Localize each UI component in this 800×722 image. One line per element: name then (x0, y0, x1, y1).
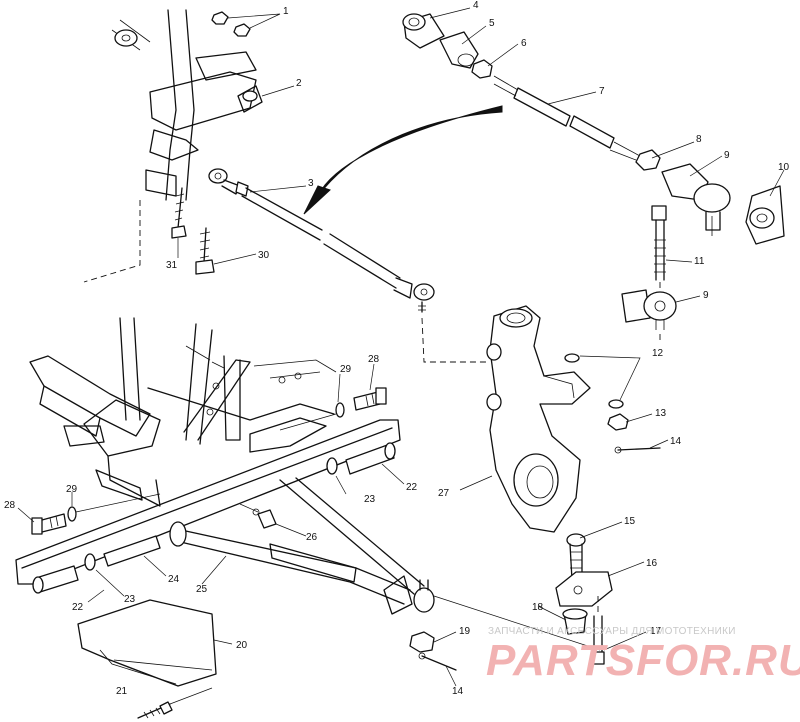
callout-27: 27 (438, 488, 450, 499)
callout-9b: 9 (703, 290, 709, 301)
bolt-21 (137, 701, 173, 719)
tie-rod-3 (208, 168, 486, 363)
bushing-22a (32, 565, 79, 594)
washer-23b (326, 457, 338, 475)
callout-23a: 23 (124, 594, 136, 605)
cotter-pin-14b (418, 652, 457, 671)
callout-1: 1 (283, 6, 289, 17)
callout-29b: 29 (66, 484, 78, 495)
washer-29b (67, 506, 77, 522)
rod-end-9 (661, 163, 731, 236)
callout-8: 8 (696, 134, 702, 145)
bolt-28a (353, 387, 387, 411)
frame (29, 317, 337, 507)
callout-18: 18 (532, 602, 544, 613)
callout-16: 16 (646, 558, 658, 569)
ball-joint-18 (562, 608, 588, 635)
bolt-30 (195, 227, 215, 275)
rod-7 (493, 75, 641, 161)
skid-plate-20 (77, 599, 217, 687)
callout-25: 25 (196, 584, 208, 595)
callout-4: 4 (473, 0, 479, 11)
rod-end-9b (621, 289, 677, 344)
callout-numbers: 1 2 3 4 5 6 7 8 9 10 11 9 12 13 14 15 16… (4, 0, 790, 697)
callout-3: 3 (308, 178, 314, 189)
a-arm-25 (15, 419, 425, 615)
callout-6: 6 (521, 38, 527, 49)
callout-22a: 22 (72, 602, 84, 613)
bolt-17 (591, 596, 605, 665)
callout-7: 7 (599, 86, 605, 97)
callout-17: 17 (650, 626, 662, 637)
callout-28a: 28 (368, 354, 380, 365)
callout-14a: 14 (670, 436, 682, 447)
callout-21: 21 (116, 686, 128, 697)
callout-11: 11 (694, 256, 705, 267)
washer-29a (335, 402, 345, 418)
callout-20: 20 (236, 640, 248, 651)
callout-5: 5 (489, 18, 495, 29)
boot-10 (745, 185, 785, 245)
callout-13: 13 (655, 408, 667, 419)
callout-14b: 14 (452, 686, 464, 697)
callout-9a: 9 (724, 150, 730, 161)
cotter-pin-14a (614, 446, 661, 454)
bushing-22b (345, 442, 396, 475)
callout-22b: 22 (406, 482, 418, 493)
nut-13 (607, 413, 629, 431)
nut-19 (409, 631, 435, 653)
pivot-24 (103, 535, 161, 567)
callout-23b: 23 (364, 494, 376, 505)
callout-24: 24 (168, 574, 180, 585)
watermark-logo: PARTSFOR.RU (486, 636, 800, 685)
plate-16 (555, 571, 613, 607)
bolt-31 (171, 187, 187, 239)
rod-end-4 (402, 13, 445, 49)
boot-5 (439, 31, 479, 69)
bolt-28b (31, 513, 67, 535)
washer-23a (84, 553, 96, 571)
spindle-27 (486, 305, 591, 533)
callout-19: 19 (459, 626, 471, 637)
callout-10: 10 (778, 162, 790, 173)
callout-29a: 29 (340, 364, 352, 375)
watermark-caption: ЗАПЧАСТИ И АКСЕССУАРЫ ДЛЯ МОТОТЕХНИКИ (488, 626, 736, 637)
washer-12 (564, 353, 641, 409)
callout-26a: 26 (306, 532, 318, 543)
grease-fitting-26 (252, 508, 277, 529)
steering-post (83, 9, 263, 283)
callout-28b: 28 (4, 500, 16, 511)
callout-15: 15 (624, 516, 636, 527)
callout-12: 12 (652, 348, 664, 359)
callout-2: 2 (296, 78, 302, 89)
jam-nut-6 (471, 59, 493, 79)
bolt-11 (651, 205, 667, 292)
leader-lines (17, 7, 785, 687)
callout-31: 31 (166, 260, 178, 271)
nut-1 (211, 11, 251, 37)
ball-socket (413, 579, 435, 613)
jam-nut-8 (635, 149, 661, 171)
callout-30: 30 (258, 250, 270, 261)
direction-arrow (303, 105, 503, 215)
